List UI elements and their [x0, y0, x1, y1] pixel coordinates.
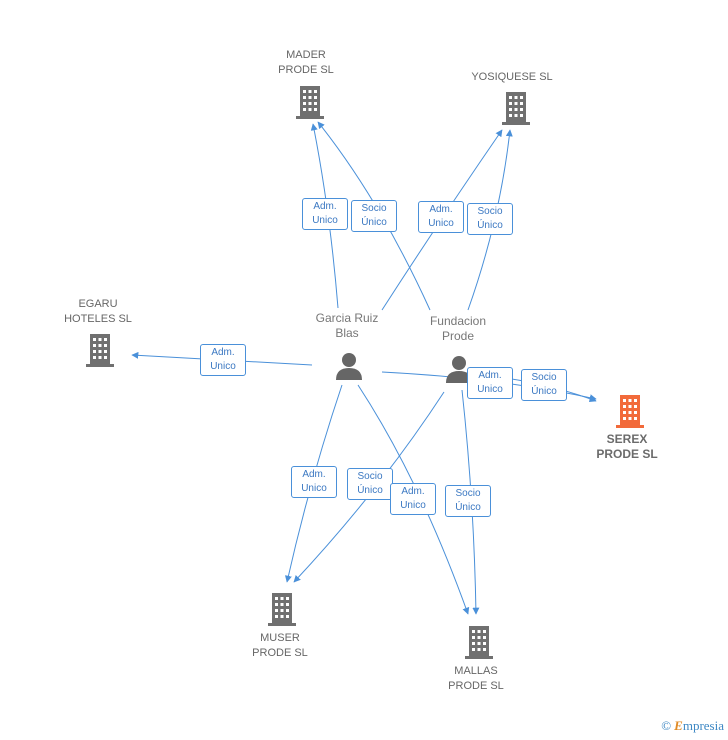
company-label-mallas[interactable]: MALLAS PRODE SL	[416, 664, 536, 694]
brand-logo-e: E	[674, 718, 683, 733]
company-name-line2: PRODE SL	[596, 447, 658, 461]
edge-label-fundacion-mader[interactable]: Socio Único	[351, 200, 397, 232]
edge-label-line2: Unico	[400, 500, 426, 511]
edge-label-line1: Socio	[455, 488, 481, 499]
person-icon[interactable]	[444, 354, 474, 384]
edge-label-line1: Adm.	[401, 486, 425, 497]
edge-label-line2: Único	[357, 485, 383, 496]
edge-label-line1: Adm.	[478, 370, 502, 381]
building-icon[interactable]	[294, 84, 326, 120]
person-label-fundacion[interactable]: Fundacion Prode	[408, 314, 508, 344]
person-name-line1: Garcia Ruiz	[315, 311, 379, 325]
company-label-serex[interactable]: SEREX PRODE SL	[567, 432, 687, 462]
person-label-garcia[interactable]: Garcia Ruiz Blas	[297, 311, 397, 341]
brand-logo: ©Empresia	[661, 718, 724, 734]
edge-label-line2: Unico	[301, 483, 327, 494]
edge-label-line1: Socio	[477, 206, 503, 217]
edge-label-line1: Adm.	[211, 347, 235, 358]
edge-label-line2: Unico	[210, 361, 236, 372]
person-name-line2: Prode	[441, 329, 475, 343]
edge-label-line1: Socio	[531, 372, 557, 383]
edge-label-line2: Unico	[477, 384, 503, 395]
edge-label-line2: Único	[455, 502, 481, 513]
company-name-line2: HOTELES SL	[64, 313, 132, 325]
edge-label-fundacion-serex[interactable]: Socio Único	[521, 369, 567, 401]
company-name-line1: MADER	[286, 49, 326, 61]
edge-label-garcia-mallas[interactable]: Adm. Unico	[390, 483, 436, 515]
edge-label-line2: Único	[477, 220, 503, 231]
building-icon-highlighted[interactable]	[614, 393, 646, 429]
edge-label-garcia-serex[interactable]: Adm. Unico	[467, 367, 513, 399]
person-name-line2: Blas	[335, 326, 359, 340]
edge-label-line2: Único	[531, 386, 557, 397]
company-name-line1: MUSER	[260, 632, 300, 644]
building-icon[interactable]	[266, 591, 298, 627]
company-name-line2: PRODE SL	[448, 680, 504, 692]
edge-label-line1: Adm.	[429, 204, 453, 215]
edge-label-fundacion-mallas[interactable]: Socio Único	[445, 485, 491, 517]
person-name-line1: Fundacion	[429, 314, 487, 328]
building-icon[interactable]	[463, 624, 495, 660]
copyright-symbol: ©	[661, 718, 672, 733]
edge-label-line2: Unico	[428, 218, 454, 229]
building-icon[interactable]	[500, 90, 532, 126]
edge-label-line1: Adm.	[302, 469, 326, 480]
company-label-mader[interactable]: MADER PRODE SL	[246, 48, 366, 78]
company-label-egaru[interactable]: EGARU HOTELES SL	[38, 297, 158, 327]
edge-label-fundacion-yosiquese[interactable]: Socio Único	[467, 203, 513, 235]
company-name-line1: EGARU	[78, 298, 118, 310]
company-label-muser[interactable]: MUSER PRODE SL	[220, 631, 340, 661]
edge-label-garcia-muser[interactable]: Adm. Unico	[291, 466, 337, 498]
edge-label-line2: Único	[361, 217, 387, 228]
company-name-line1: YOSIQUESE SL	[471, 71, 553, 83]
company-name-line2: PRODE SL	[278, 64, 334, 76]
company-name-line1: SEREX	[606, 432, 648, 446]
brand-name: mpresia	[682, 718, 724, 733]
edge-label-line1: Socio	[361, 203, 387, 214]
edge-label-line2: Unico	[312, 215, 338, 226]
edge-label-line1: Socio	[357, 471, 383, 482]
edge-label-garcia-yosiquese[interactable]: Adm. Unico	[418, 201, 464, 233]
edge-label-garcia-egaru[interactable]: Adm. Unico	[200, 344, 246, 376]
edge-label-line1: Adm.	[313, 201, 337, 212]
person-icon[interactable]	[334, 351, 364, 381]
edge-label-fundacion-muser[interactable]: Socio Único	[347, 468, 393, 500]
edge-label-garcia-mader[interactable]: Adm. Unico	[302, 198, 348, 230]
building-icon[interactable]	[84, 332, 116, 368]
company-label-yosiquese[interactable]: YOSIQUESE SL	[452, 70, 572, 85]
company-name-line1: MALLAS	[454, 665, 498, 677]
company-name-line2: PRODE SL	[252, 647, 308, 659]
